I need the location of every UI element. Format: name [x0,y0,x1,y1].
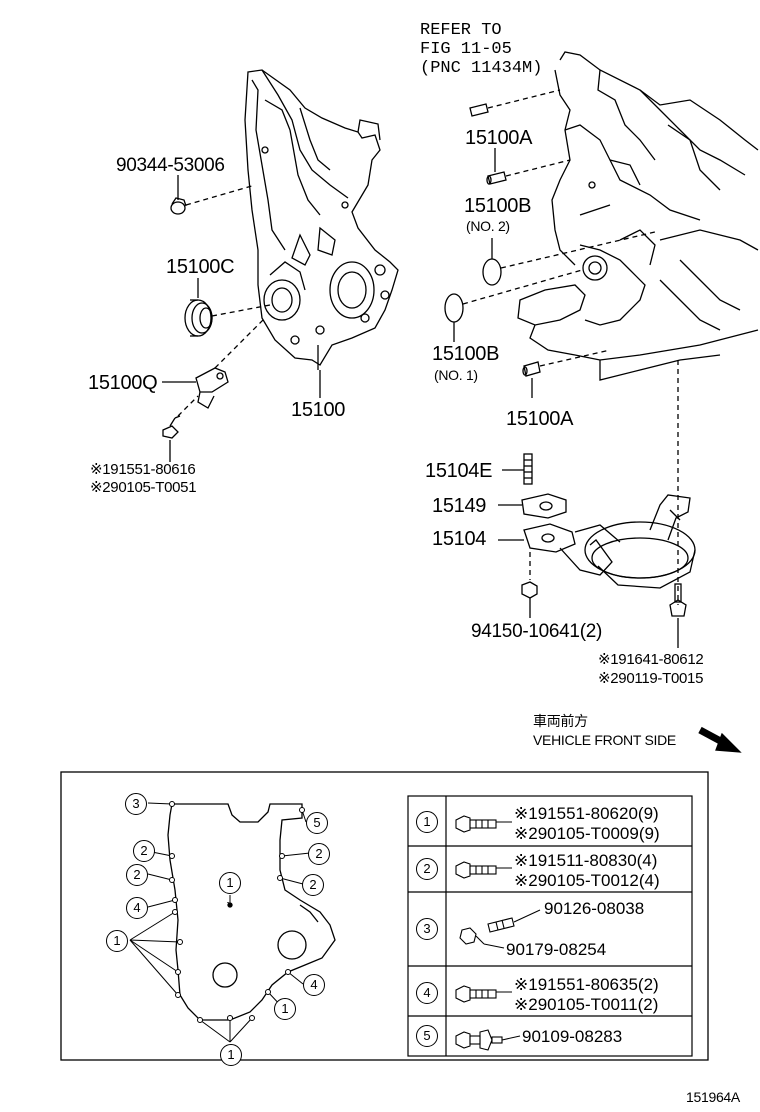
dowel-15100A-bottom [522,361,541,377]
detail-marker-3: 3 [125,793,147,815]
label-290105-T0051: ※290105-T0051 [90,479,197,496]
label-15100: 15100 [291,399,346,421]
label-191641-80612: ※191641-80612 [598,651,704,668]
detail-marker-1-left: 1 [106,930,128,952]
bolt-table-grid [407,795,693,1057]
o-ring-15100B-no2 [482,258,502,286]
bolt-191641-80612 [669,583,687,617]
label-15100C: 15100C [166,256,235,278]
detail-marker-5: 5 [306,812,328,834]
plug-90344 [170,197,187,215]
detail-marker-1-bottom: 1 [220,1044,242,1066]
sensor-15100Q [195,367,229,409]
label-15100Q: 15100Q [88,372,158,394]
gasket-15149 [521,493,567,519]
detail-marker-2c: 2 [126,864,148,886]
detail-bolt-points [169,801,305,1023]
label-15100A-bottom: 15100A [506,408,574,430]
table-row5-line1: 90109-08283 [522,1027,623,1046]
table-row1-line2: ※290105-T0009(9) [514,824,660,843]
detail-panel-frame [60,771,709,1061]
table-ref-1: 1 [416,811,438,833]
detail-marker-4b: 4 [303,974,325,996]
label-15100A-top: 15100A [465,127,533,149]
table-ref-2: 2 [416,858,438,880]
table-row2-line1: ※191511-80830(4) [514,851,658,870]
detail-marker-4a: 4 [126,897,148,919]
timing-chain-cover [244,69,399,370]
dowel-15100A-top [486,171,507,185]
engine-block [517,51,759,381]
label-15100B-bottom-note: (NO. 1) [434,367,478,383]
refer-line3: (PNC 11434M) [420,59,543,78]
table-ref-3: 3 [416,918,438,940]
table-row3-line2: 90179-08254 [506,940,607,959]
detail-marker-2b: 2 [308,843,330,865]
label-191551-80616: ※191551-80616 [90,461,196,478]
oil-seal-15100C [184,299,213,337]
direction-jp: 車両前方 [533,713,588,729]
table-row4-line1: ※191551-80635(2) [514,975,659,994]
label-15100B-top-note: (NO. 2) [466,218,510,234]
o-ring-15100B-no1 [444,293,464,323]
refer-line2: FIG 11-05 [420,40,512,59]
table-row1-line1: ※191551-80620(9) [514,804,659,823]
table-ref-4: 4 [416,982,438,1004]
label-15149: 15149 [432,495,487,517]
oil-strainer-15104 [523,494,696,589]
table-row3-line1: 90126-08038 [544,899,645,918]
label-290119-T0015: ※290119-T0015 [598,670,704,687]
dowel-top [469,103,489,117]
direction-en: VEHICLE FRONT SIDE [533,732,676,748]
detail-leaders [129,802,311,1043]
leader-90344 [185,184,256,206]
table-row4-line2: ※290105-T0011(2) [514,995,659,1014]
detail-marker-1-center: 1 [219,872,241,894]
label-15104: 15104 [432,528,487,550]
refer-line1: REFER TO [420,21,502,40]
label-94150-10641: 94150-10641(2) [471,621,603,642]
detail-marker-2d: 2 [302,874,324,896]
bolt-icons [455,815,515,1051]
bolt-191551-80616 [162,415,181,439]
label-90344-53006: 90344-53006 [116,155,225,176]
stud-15104E [523,453,533,485]
detail-marker-2a: 2 [133,840,155,862]
nut-94150 [521,581,538,599]
label-15100B-bottom: 15100B [432,343,500,365]
illustration-id: 151964A [686,1089,740,1105]
vehicle-front-arrow-icon [698,726,742,753]
label-15100B-top: 15100B [464,195,532,217]
table-ref-5: 5 [416,1025,438,1047]
table-row2-line2: ※290105-T0012(4) [514,871,660,890]
detail-marker-1-right: 1 [274,998,296,1020]
label-15104E: 15104E [425,460,493,482]
